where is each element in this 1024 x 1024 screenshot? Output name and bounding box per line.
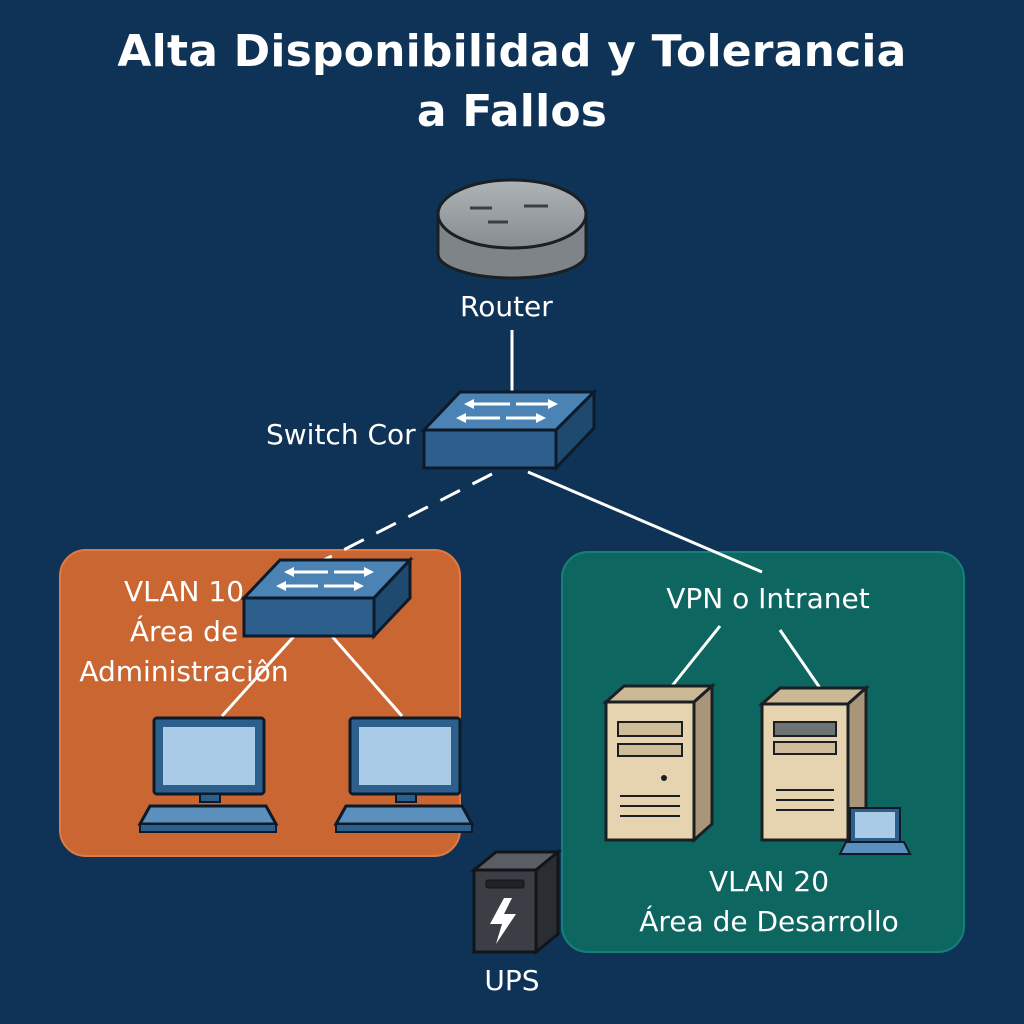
switch-core-label: Switch Cor [266, 418, 416, 451]
link-switch-vlan10 [319, 472, 493, 564]
vlan10-label-line-3: Administraciôn [79, 655, 289, 688]
title-line-1: Alta Disponibilidad y Tolerancia [117, 26, 907, 77]
vlan20-label-line-1: VLAN 20 [708, 865, 830, 898]
vlan10-label-line-2: Área de [129, 615, 239, 648]
vpn-intranet-label: VPN o Intranet [666, 582, 870, 615]
switch-icon [420, 388, 598, 472]
link-vpn-server2 [778, 629, 822, 689]
link-vlan10-pc1 [220, 632, 298, 718]
ups-icon [469, 848, 563, 956]
vlan20-label: VLAN 20 Área de Desarrollo [604, 862, 934, 942]
server-icon [602, 682, 716, 844]
ups-label: UPS [484, 964, 540, 997]
server-icon [758, 684, 870, 844]
link-vpn-server1 [670, 625, 722, 687]
link-switch-vlan20 [527, 470, 763, 574]
vlan10-label-line-1: VLAN 10 [123, 575, 245, 608]
router-icon [436, 178, 588, 280]
title-line-2: a Fallos [416, 86, 608, 137]
monitor-icon [137, 716, 279, 833]
diagram-title: Alta Disponibilidad y Tolerancia a Fallo… [0, 22, 1024, 142]
vlan10-switch-icon [240, 556, 414, 640]
vlan20-label-line-2: Área de Desarrollo [639, 905, 899, 938]
router-label: Router [460, 290, 553, 323]
vlan10-label: VLAN 10 Área de Administraciôn [68, 572, 300, 692]
laptop-icon [838, 807, 912, 855]
link-vlan10-pc2 [328, 633, 404, 717]
monitor-icon [333, 716, 475, 833]
